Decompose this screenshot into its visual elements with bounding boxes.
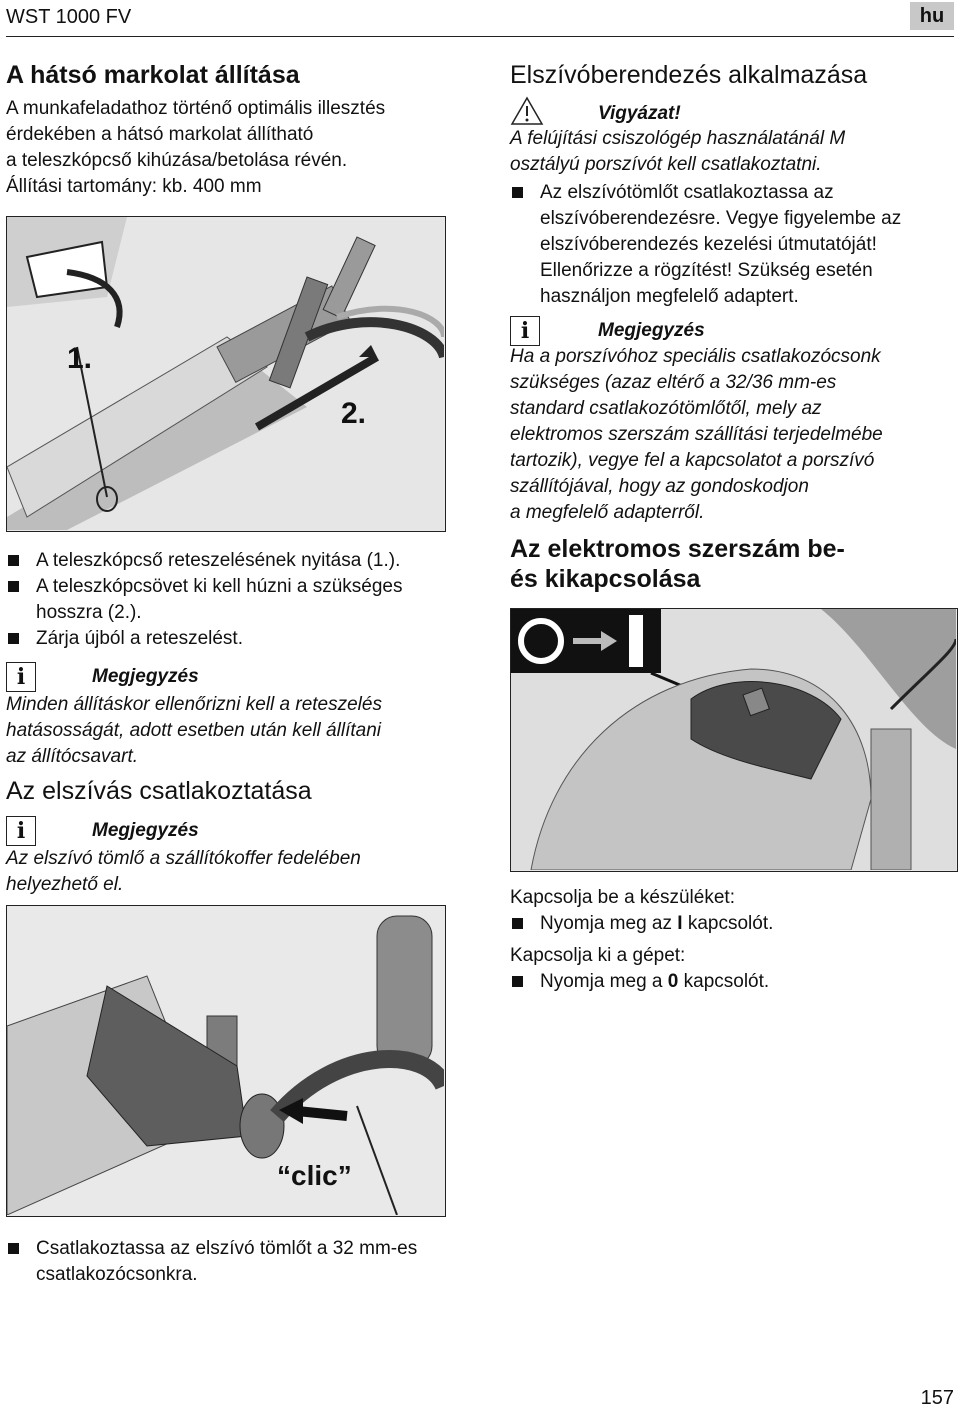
list-item: Nyomja meg az I kapcsolót. (510, 911, 950, 937)
warning-line: A felújítási csiszológép használatánál M (510, 128, 846, 149)
section-title-extraction: Az elszívás csatlakoztatása (6, 777, 312, 805)
switch-on-list: Nyomja meg az I kapcsolót. (510, 911, 950, 937)
telescopic-tube-illustration (7, 217, 445, 530)
note-line: standard csatlakozótömlőtől, mely az (510, 398, 822, 419)
warning-title: Vigyázat! (598, 103, 681, 124)
note-line: tartozik), vegye fel a kapcsolatot a por… (510, 450, 875, 471)
note-title: Megjegyzés (92, 666, 199, 687)
note-text: Minden állításkor ellenőrizni kell a ret… (6, 692, 451, 770)
section-title-rear-handle: A hátsó markolat állítása (6, 61, 300, 89)
switch-on-label: Kapcsolja be a készüléket: (510, 887, 735, 908)
switch-off-label: Kapcsolja ki a gépet: (510, 945, 686, 966)
warning-line: osztályú porszívót kell csatlakoztatni. (510, 154, 822, 175)
note-line: helyezhető el. (6, 874, 124, 895)
figure-hose-connection: “clic” (6, 905, 446, 1217)
note-line: hatásosságát, adott esetben után kell ál… (6, 720, 381, 741)
page-number: 157 (920, 1387, 954, 1409)
section-title-extractor-use: Elszívóberendezés alkalmazása (510, 61, 868, 89)
figure-telescopic-tube: 1. 2. (6, 216, 446, 532)
intro-line: érdekében a hátsó markolat állítható (6, 124, 314, 145)
figure-switch (510, 608, 958, 872)
note-title: Megjegyzés (598, 320, 705, 341)
note-line: Minden állításkor ellenőrizni kell a ret… (6, 694, 382, 715)
language-badge: hu (910, 2, 954, 30)
list-item: A teleszkópcsövet ki kell húzni a szüksé… (6, 574, 446, 626)
warning-icon (510, 96, 544, 125)
figure-label-1: 1. (67, 342, 93, 375)
header-rule (6, 36, 954, 37)
info-icon: i (510, 316, 540, 346)
hose-connection-illustration (7, 906, 445, 1216)
text: Nyomja meg a (540, 971, 668, 992)
info-icon: i (6, 816, 36, 846)
intro-line: A munkafeladathoz történő optimális ille… (6, 98, 386, 119)
key-off: 0 (667, 971, 679, 992)
steps-list: A teleszkópcső reteszelésének nyitása (1… (6, 548, 446, 652)
title-line: Az elektromos szerszám be- (510, 535, 845, 563)
key-on: I (677, 913, 683, 934)
document-title: WST 1000 FV (6, 6, 132, 28)
section-title-on-off: Az elektromos szerszám be- és kikapcsolá… (510, 534, 845, 594)
title-line: és kikapcsolása (510, 565, 701, 593)
text: kapcsolót. (682, 913, 774, 934)
connect-list: Csatlakoztassa az elszívó tömlőt a 32 mm… (6, 1236, 446, 1288)
text: kapcsolót. (678, 971, 770, 992)
list-item: Csatlakoztassa az elszívó tömlőt a 32 mm… (6, 1236, 446, 1288)
list-item: A teleszkópcső reteszelésének nyitása (1… (6, 548, 446, 574)
list-item: Zárja újból a reteszelést. (6, 626, 446, 652)
note-line: Ha a porszívóhoz speciális csatlakozócso… (510, 346, 881, 367)
adjust-range: Állítási tartomány: kb. 400 mm (6, 176, 262, 197)
note-line: az állítócsavart. (6, 746, 138, 767)
extractor-list: Az elszívótömlőt csatlakoztassa az elszí… (510, 180, 940, 310)
note-text: Az elszívó tömlő a szállítókoffer fedelé… (6, 846, 451, 898)
warning-text: A felújítási csiszológép használatánál M… (510, 126, 955, 178)
switch-illustration (511, 609, 957, 871)
info-icon: i (6, 662, 36, 692)
intro-line: a teleszkópcső kihúzása/betolása révén. (6, 150, 348, 171)
section-intro: A munkafeladathoz történő optimális ille… (6, 96, 446, 200)
note-line: elektromos szerszám szállítási terjedelm… (510, 424, 883, 445)
note-line: Az elszívó tömlő a szállítókoffer fedelé… (6, 848, 361, 869)
switch-off-list: Nyomja meg a 0 kapcsolót. (510, 969, 950, 995)
clic-label: “clic” (277, 1160, 352, 1191)
note-text: Ha a porszívóhoz speciális csatlakozócso… (510, 344, 955, 526)
text: Nyomja meg az (540, 913, 678, 934)
list-item: Az elszívótömlőt csatlakoztassa az elszí… (510, 180, 940, 310)
note-title: Megjegyzés (92, 820, 199, 841)
figure-label-2: 2. (341, 397, 367, 430)
note-line: szállítójával, hogy az gondoskodjon (510, 476, 809, 497)
list-item: Nyomja meg a 0 kapcsolót. (510, 969, 950, 995)
note-line: szükséges (azaz eltérő a 32/36 mm-es (510, 372, 837, 393)
note-line: a megfelelő adapterről. (510, 502, 705, 523)
